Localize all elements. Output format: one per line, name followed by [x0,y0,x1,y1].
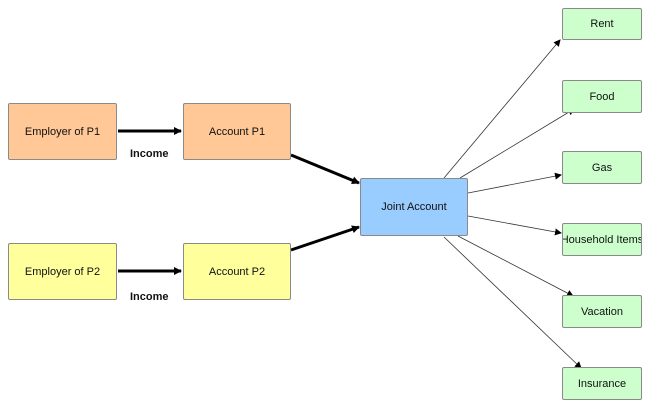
arrow-joint-to-rent [443,39,561,179]
node-vacation-label: Vacation [581,305,623,318]
node-insurance-label: Insurance [577,377,627,390]
node-gas-label: Gas [591,161,613,174]
node-household-items: Household Items [562,223,642,256]
arrow-joint-to-vacation [457,235,574,297]
arrow-joint-to-food [459,108,575,179]
arrow-account-p2-to-joint [290,225,360,252]
node-rent-label: Rent [590,18,614,30]
arrow-joint-to-gas [467,172,562,194]
node-account-p1-label: Account P1 [208,125,266,138]
node-joint-account-label: Joint Account [381,201,447,213]
node-insurance: Insurance [562,367,642,400]
node-employer-p1: Employer of P1 [8,103,117,160]
node-household-items-label: Household Items [562,233,642,246]
node-gas: Gas [562,151,642,184]
node-account-p2-label: Account P2 [208,265,266,278]
node-employer-p2: Employer of P2 [8,243,117,300]
node-account-p1: Account P1 [183,103,291,160]
arrow-account-p1-to-joint [290,153,360,185]
arrow-joint-to-household [467,215,562,236]
node-employer-p1-label: Employer of P1 [24,125,101,138]
node-food: Food [562,80,642,113]
edge-label-income-p2: Income [130,291,169,303]
node-food-label: Food [589,90,615,103]
arrow-joint-to-insurance [443,236,582,369]
node-rent: Rent [562,8,642,40]
node-vacation: Vacation [562,295,642,328]
node-joint-account: Joint Account [360,178,468,236]
node-account-p2: Account P2 [183,243,291,300]
edge-label-income-p1: Income [130,148,169,160]
node-employer-p2-label: Employer of P2 [24,265,101,278]
